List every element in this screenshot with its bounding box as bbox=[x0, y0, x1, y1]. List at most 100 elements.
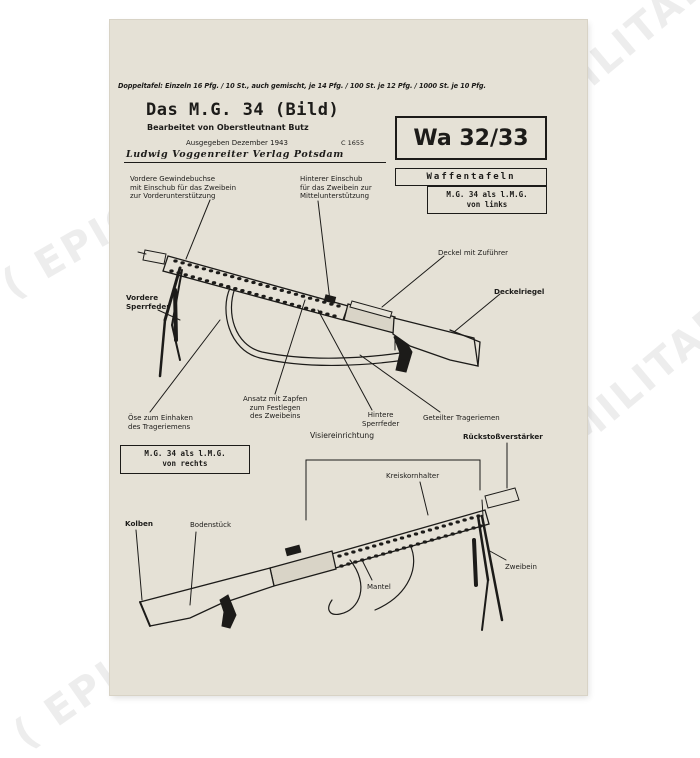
jacket-hole bbox=[408, 544, 414, 548]
jacket-hole bbox=[332, 314, 337, 318]
catalog-code: C 1655 bbox=[341, 139, 365, 147]
jacket-hole bbox=[286, 290, 292, 294]
jacket-hole bbox=[230, 275, 235, 279]
price-line: Doppeltafel: Einzeln 16 Pfg. / 10 St., a… bbox=[118, 82, 486, 90]
jacket-hole bbox=[204, 279, 210, 283]
jacket-hole bbox=[315, 298, 320, 302]
jacket-hole bbox=[344, 552, 349, 556]
jacket-hole bbox=[415, 542, 421, 546]
jacket-hole bbox=[318, 310, 323, 314]
jacket-hole bbox=[251, 280, 256, 285]
publisher: Ludwig Voggenreiter Verlag Potsdam bbox=[126, 149, 344, 160]
jacket-hole bbox=[455, 520, 460, 524]
mg34-illustration bbox=[135, 199, 520, 631]
jacket-hole bbox=[443, 534, 448, 538]
issue-date: Ausgegeben Dezember 1943 bbox=[186, 139, 288, 147]
plate-number: Wa 32/33 bbox=[413, 125, 529, 151]
jacket-hole bbox=[379, 542, 384, 546]
label-mantel: Mantel bbox=[367, 583, 391, 591]
jacket-hole bbox=[365, 546, 370, 550]
jacket-hole bbox=[265, 284, 270, 288]
jacket-hole bbox=[244, 279, 249, 283]
right-view-box-line1: M.G. 34 als l.M.G. bbox=[144, 449, 226, 458]
right-view-box: M.G. 34 als l.M.G. von rechts bbox=[120, 445, 250, 474]
jacket-hole bbox=[201, 267, 207, 271]
jacket-hole bbox=[367, 556, 372, 560]
left-view-box-line1: M.G. 34 als l.M.G. bbox=[446, 190, 528, 199]
jacket-hole bbox=[307, 296, 313, 300]
jacket-hole bbox=[197, 277, 203, 281]
jacket-hole bbox=[462, 518, 467, 522]
jacket-hole bbox=[300, 294, 306, 298]
jacket-hole bbox=[261, 294, 266, 298]
jacket-hole bbox=[372, 544, 377, 548]
jacket-hole bbox=[406, 534, 412, 538]
jacket-hole bbox=[282, 300, 288, 304]
jacket-hole bbox=[268, 296, 273, 300]
jacket-hole bbox=[420, 530, 426, 534]
jacket-hole bbox=[194, 265, 199, 269]
jacket-holes-bottom bbox=[337, 514, 483, 568]
jacket-hole bbox=[436, 536, 441, 540]
series-label: Waffentafeln bbox=[426, 172, 516, 182]
jacket-hole bbox=[413, 532, 419, 536]
jacket-hole bbox=[329, 302, 334, 306]
jacket-hole bbox=[381, 552, 386, 556]
jacket-hole bbox=[434, 526, 439, 530]
jacket-hole bbox=[450, 532, 455, 536]
jacket-hole bbox=[448, 522, 453, 526]
jacket-hole bbox=[233, 287, 238, 291]
jacket-hole bbox=[394, 548, 400, 552]
jacket-hole bbox=[211, 281, 217, 285]
label-hinterer-einschub: Hinterer Einschub für das Zweibein zur M… bbox=[300, 175, 372, 200]
jacket-hole bbox=[427, 528, 433, 532]
jacket-hole bbox=[337, 554, 342, 558]
jacket-hole bbox=[237, 277, 242, 281]
label-deckel: Deckel mit Zuführer bbox=[438, 249, 509, 257]
jacket-hole bbox=[247, 290, 252, 295]
document-subtitle: Bearbeitet von Oberstleutnant Butz bbox=[147, 123, 309, 132]
header-rule bbox=[124, 162, 386, 163]
jacket-hole bbox=[296, 304, 302, 308]
jacket-hole bbox=[441, 524, 446, 528]
jacket-hole bbox=[293, 292, 299, 296]
jacket-hole bbox=[339, 564, 344, 568]
label-kolben: Kolben bbox=[125, 519, 153, 528]
jacket-hole bbox=[190, 275, 195, 279]
label-vordere-gewindebuchse: Vordere Gewindebuchse mit Einschub für d… bbox=[130, 175, 237, 200]
label-deckelriegel: Deckelriegel bbox=[494, 287, 545, 296]
jacket-hole bbox=[358, 548, 363, 552]
jacket-hole bbox=[289, 302, 295, 306]
jacket-hole bbox=[325, 312, 330, 316]
jacket-hole bbox=[469, 516, 474, 520]
jacket-hole bbox=[275, 298, 280, 302]
label-visier: Visiereinrichtung bbox=[310, 431, 375, 440]
jacket-hole bbox=[336, 304, 341, 308]
jacket-hole bbox=[351, 550, 356, 554]
jacket-hole bbox=[374, 554, 379, 558]
jacket-hole bbox=[471, 526, 476, 530]
jacket-hole bbox=[176, 271, 181, 275]
jacket-hole bbox=[457, 530, 462, 534]
mg34-right-view bbox=[135, 442, 520, 631]
label-ansatz: Ansatz mit Zapfen zum Festlegen des Zwei… bbox=[243, 395, 308, 420]
jacket-hole bbox=[222, 273, 228, 277]
jacket-hole bbox=[279, 288, 284, 292]
jacket-hole bbox=[422, 540, 428, 544]
label-kreiskorn: Kreiskornhalter bbox=[386, 472, 440, 480]
jacket-hole bbox=[385, 540, 391, 544]
jacket-hole bbox=[183, 273, 188, 277]
document-title: Das M.G. 34 (Bild) bbox=[146, 100, 340, 120]
left-view-box-line2: von links bbox=[466, 200, 508, 209]
jacket-hole bbox=[208, 269, 214, 273]
jacket-hole bbox=[311, 308, 316, 312]
jacket-hole bbox=[215, 271, 221, 275]
jacket-hole bbox=[392, 538, 398, 542]
plate-number-box: Wa 32/33 bbox=[395, 116, 547, 160]
document-sheet: Doppeltafel: Einzeln 16 Pfg. / 10 St., a… bbox=[110, 20, 587, 695]
jacket-hole bbox=[429, 538, 435, 542]
jacket-hole bbox=[173, 259, 178, 263]
jacket-hole bbox=[169, 269, 174, 273]
label-hintere-sperrfeder: Hintere Sperrfeder bbox=[362, 411, 400, 428]
jacket-hole bbox=[478, 524, 483, 528]
